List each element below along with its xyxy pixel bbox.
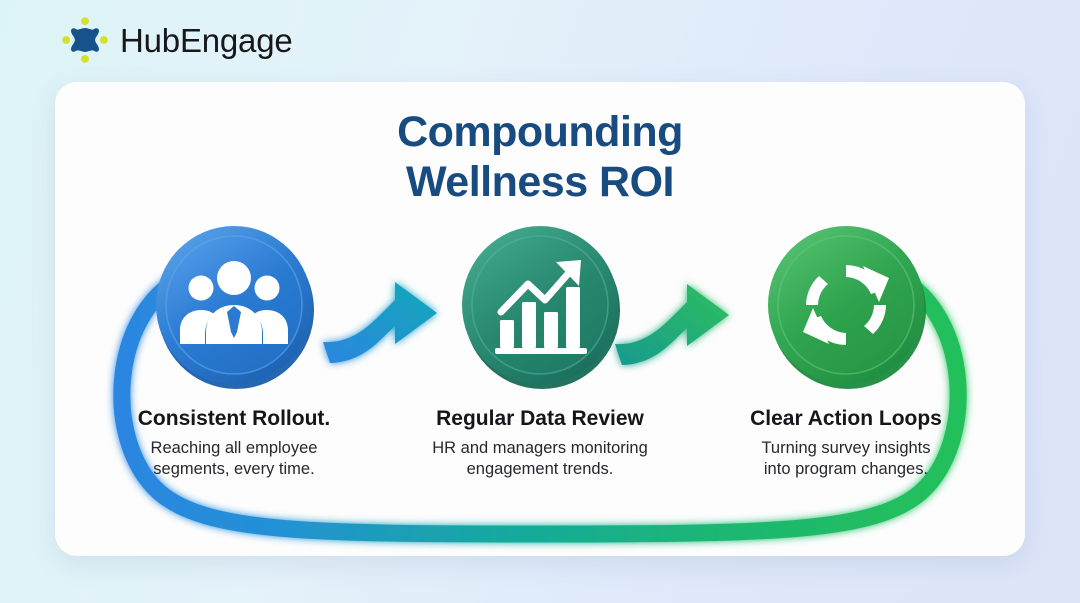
- step-clear-action-loops[interactable]: Clear Action Loops Turning survey insigh…: [717, 220, 975, 480]
- step-3-desc-line-2: into program changes.: [763, 460, 929, 479]
- refresh-loop-icon: [768, 226, 926, 389]
- brand-header: HubEngage: [62, 17, 293, 63]
- step-2-desc-line-1: HR and managers monitoring: [432, 439, 648, 458]
- steps-row: Consistent Rollout. Reaching all employe…: [55, 220, 1025, 480]
- step-2-description: HR and managers monitoring engagement tr…: [432, 438, 648, 480]
- step-3-coin: [761, 220, 931, 390]
- bar-chart-growth-icon: [462, 226, 620, 389]
- page-title: Compounding Wellness ROI: [55, 108, 1025, 208]
- page-title-line-2: Wellness ROI: [405, 157, 675, 206]
- brand-name: HubEngage: [120, 21, 293, 59]
- step-1-coin: [149, 220, 319, 390]
- step-3-title: Clear Action Loops: [750, 407, 942, 430]
- step-regular-data-review[interactable]: Regular Data Review HR and managers moni…: [411, 220, 669, 480]
- step-3-description: Turning survey insights into program cha…: [761, 438, 930, 480]
- step-1-title: Consistent Rollout.: [137, 407, 331, 430]
- users-group-icon: [156, 226, 314, 389]
- step-1-desc-line-2: segments, every time.: [153, 460, 315, 479]
- step-1-desc-line-1: Reaching all employee: [150, 439, 318, 458]
- step-1-description: Reaching all employee segments, every ti…: [151, 438, 318, 480]
- step-2-coin: [455, 220, 625, 390]
- step-2-desc-line-2: engagement trends.: [466, 460, 614, 479]
- step-consistent-rollout[interactable]: Consistent Rollout. Reaching all employe…: [105, 220, 363, 480]
- page-title-line-1: Compounding: [397, 108, 683, 156]
- step-3-desc-line-1: Turning survey insights: [761, 439, 931, 458]
- star-burst-logo-icon: [62, 17, 108, 63]
- infographic-card: Compounding Wellness ROI: [55, 82, 1025, 556]
- step-2-title: Regular Data Review: [436, 407, 644, 430]
